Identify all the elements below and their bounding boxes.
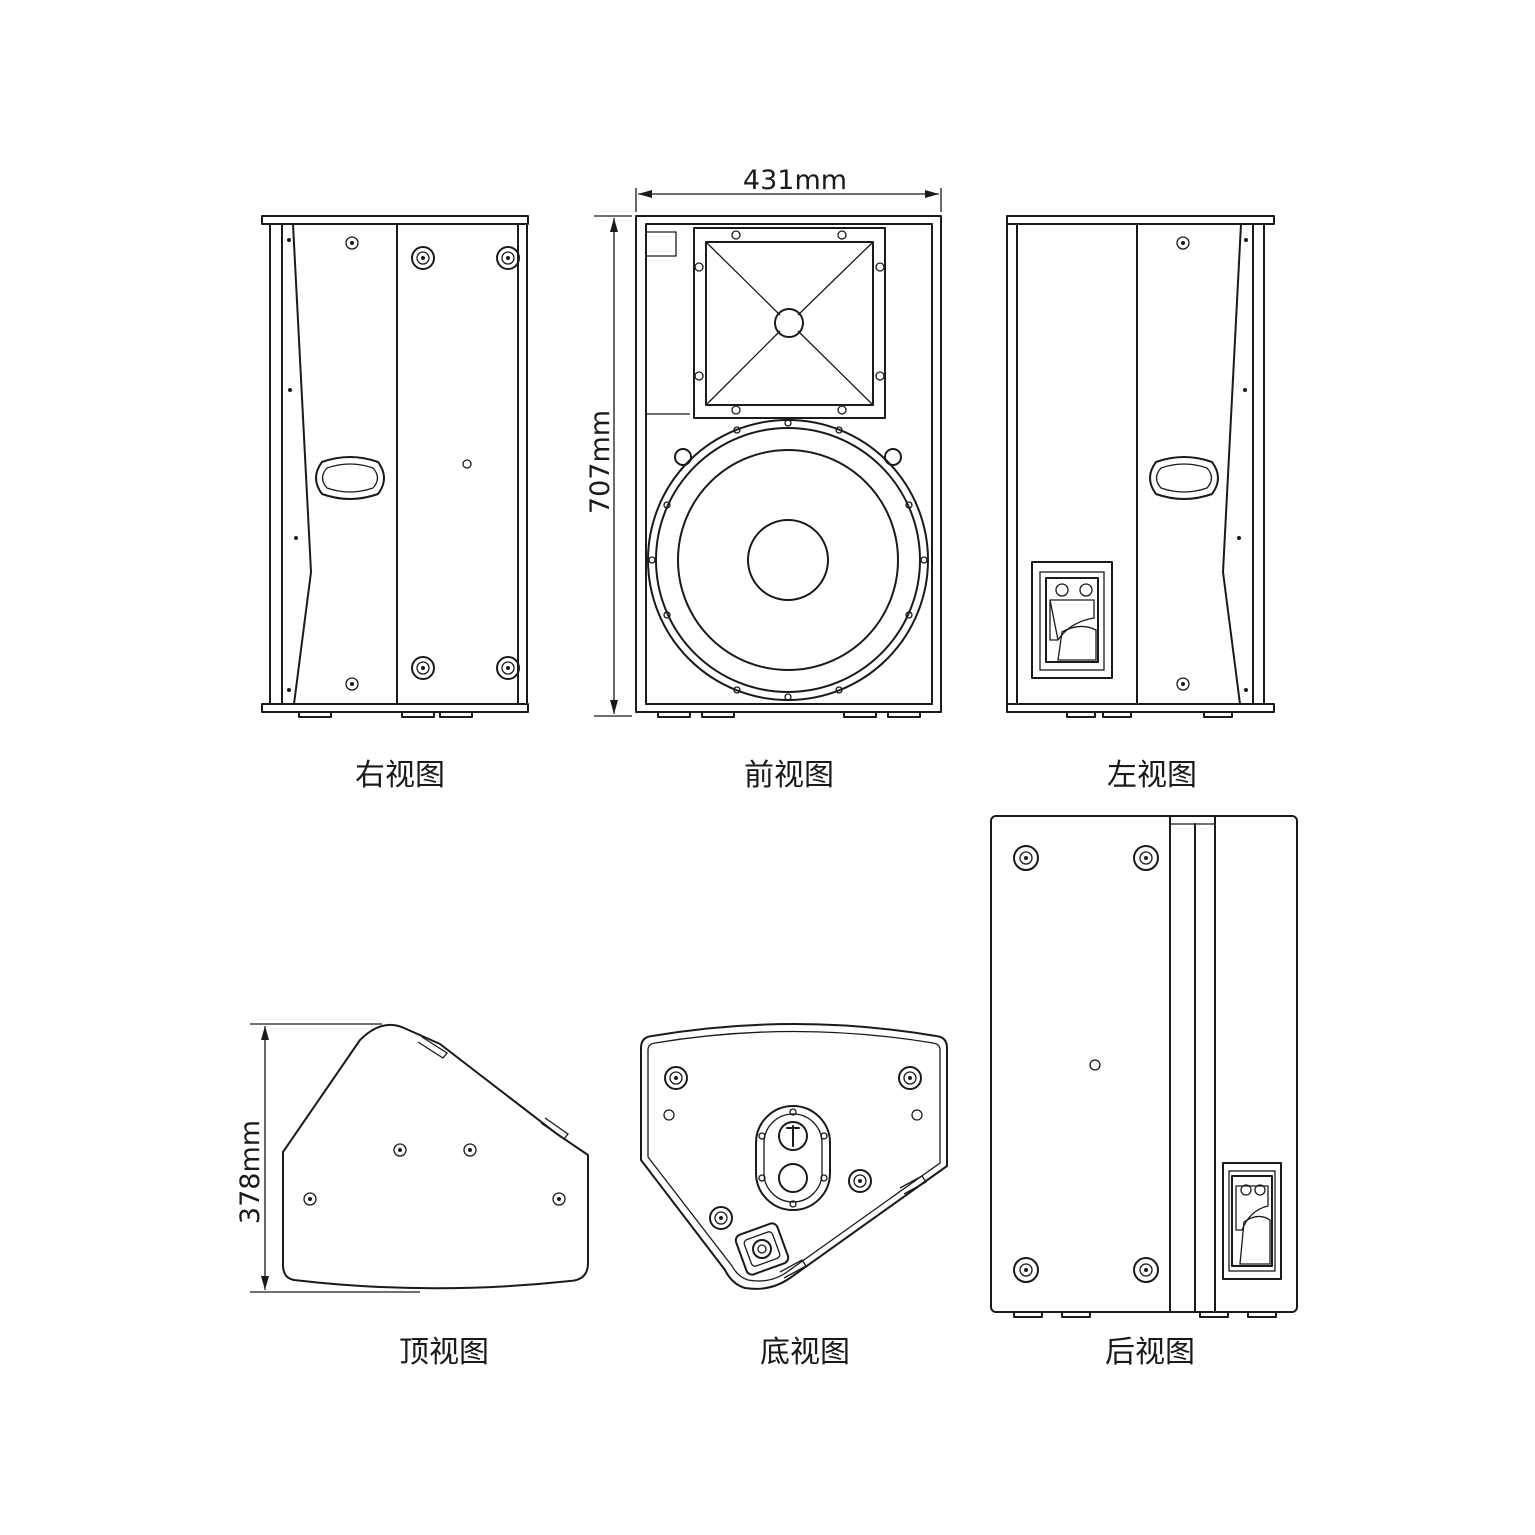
height-dimension-line [594,215,632,717]
top-view [250,1023,589,1293]
left-view [1006,215,1275,718]
bottom-view-caption: 底视图 [760,1335,850,1370]
back-view-caption: 后视图 [1105,1335,1195,1370]
woofer-icon [647,419,929,701]
front-view-caption: 前视图 [744,758,834,793]
width-dimension-label: 431mm [743,165,847,196]
handle-icon [315,456,385,500]
depth-dimension-line [250,1023,420,1293]
rigging-point-icon [496,656,520,680]
rigging-point-icon [1133,845,1159,871]
right-view-caption: 右视图 [355,758,445,793]
rigging-point-icon [898,1066,922,1090]
bottom-view [640,1023,948,1290]
speakon-connector-icon [734,1222,790,1276]
rigging-point-icon [664,1066,688,1090]
rigging-point-icon [411,656,435,680]
horn-tweeter-icon [693,227,886,419]
rigging-point-icon [709,1206,733,1230]
pole-mount-icon [755,1105,831,1211]
depth-dimension-label: 378mm [235,1120,266,1224]
back-view [990,815,1298,1318]
rigging-point-icon [1013,845,1039,871]
rigging-point-icon [1133,1257,1159,1283]
rigging-point-icon [411,246,435,270]
front-view [594,188,942,718]
rigging-point-icon [1013,1257,1039,1283]
rigging-point-icon [496,246,520,270]
top-view-caption: 顶视图 [399,1335,489,1370]
connector-plate-icon [1222,1162,1282,1280]
handle-icon [1149,456,1219,500]
rigging-point-icon [848,1169,872,1193]
left-view-caption: 左视图 [1107,758,1197,793]
connector-plate-icon [1031,561,1113,679]
right-view [261,215,529,718]
width-dimension-line [635,188,942,212]
height-dimension-label: 707mm [585,410,616,514]
